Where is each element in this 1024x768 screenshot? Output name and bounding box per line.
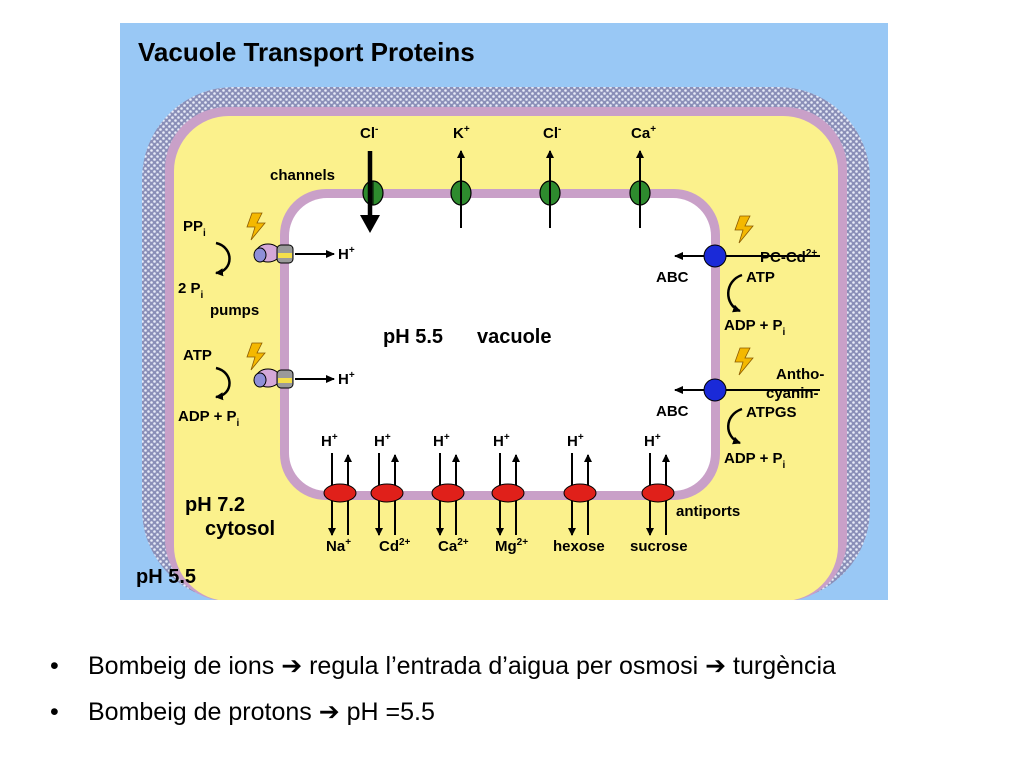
antiport-proton-label: H+: [644, 432, 661, 450]
energy-bolt-icon: [246, 342, 266, 371]
pumps-label: pumps: [210, 302, 259, 319]
abc-lower-substrate-line-2: cyanin-: [766, 385, 819, 402]
antiport-sucrose: [641, 453, 675, 536]
pump-atp-label: ATP: [183, 347, 212, 364]
bullet-dot: •: [50, 652, 59, 680]
pump-atp-complex: [253, 368, 294, 389]
pump-ppi-label: PPi: [183, 218, 206, 239]
antiport-mg: [491, 453, 525, 536]
antiport-proton-label: H+: [433, 432, 450, 450]
energy-bolt-icon: [246, 212, 266, 241]
bullet-text: Bombeig de ions: [88, 652, 282, 680]
vacuole-lumen: [289, 198, 711, 491]
antiport-proton-label: H+: [321, 432, 338, 450]
diagram-title: Vacuole Transport Proteins: [138, 37, 475, 67]
bullet-text: pH =5.5: [339, 698, 435, 726]
right-arrow-icon: ➔: [281, 652, 303, 680]
channel-ca-outward: [629, 150, 651, 228]
channel-ion-label: Ca+: [631, 124, 656, 142]
bullet-text: regula l’entrada d’aigua per osmosi: [302, 652, 706, 680]
bullet-item: • Bombeig de protons ➔ pH =5.5: [50, 694, 836, 740]
vacuole-ph-label: pH 5.5: [383, 326, 443, 348]
antiport-ion-label: Mg2+: [495, 537, 528, 555]
abc-lower-transporter: [703, 378, 727, 402]
antiport-ca: [431, 453, 465, 536]
antiport-ion-label: Na+: [326, 537, 351, 555]
energy-bolt-icon: [734, 347, 754, 376]
bullet-dot: •: [50, 698, 59, 726]
antiport-proton-label: H+: [567, 432, 584, 450]
abc-lower-substrate-line-1: Antho-: [776, 366, 824, 383]
pump-two-pi-label: 2 Pi: [178, 280, 204, 301]
pump-ppi-curved-arrow: [215, 241, 231, 277]
outer-ph-label: pH 5.5: [136, 566, 196, 588]
abc-upper-curved-arrow: [727, 273, 743, 313]
pump-ppi-complex: [253, 243, 294, 264]
antiport-ion-label: hexose: [553, 538, 605, 555]
right-arrow-icon: ➔: [318, 698, 340, 726]
abc-upper-atp: ATP: [746, 269, 775, 286]
channel-cl-outward: [539, 150, 561, 228]
channel-k-outward: [450, 150, 472, 228]
bullet-list: • Bombeig de ions ➔ regula l’entrada d’a…: [50, 648, 836, 740]
vacuole-transport-diagram: Vacuole Transport Proteins pH 5.5 pH 7.2…: [120, 23, 888, 601]
energy-bolt-icon: [734, 215, 754, 244]
antiports-label: antiports: [676, 503, 740, 520]
bullet-item: • Bombeig de ions ➔ regula l’entrada d’a…: [50, 648, 836, 694]
right-arrow-icon: ➔: [705, 652, 727, 680]
pump-proton-label: H+: [338, 370, 355, 388]
cytosol-label: cytosol: [205, 518, 275, 540]
channel-ion-label: K+: [453, 124, 470, 142]
antiport-na: [323, 453, 357, 536]
abc-upper-substrate: PC-Cd2+: [760, 248, 817, 266]
antiport-ion-label: sucrose: [630, 538, 688, 555]
pump-proton-label: H+: [338, 245, 355, 263]
antiport-ion-label: Ca2+: [438, 537, 469, 555]
bullet-text: Bombeig de protons: [88, 698, 319, 726]
channel-cl-inward: [360, 151, 384, 233]
abc-lower-curved-arrow: [727, 407, 743, 445]
antiport-cd: [370, 453, 404, 536]
abc-lower-substrate-line-3: ATPGS: [746, 404, 797, 421]
antiport-hexose: [563, 453, 597, 536]
vacuole-label: vacuole: [477, 326, 551, 348]
cytosol-ph-label: pH 7.2: [185, 494, 245, 516]
pump-adp-pi-label: ADP + Pi: [178, 408, 240, 429]
abc-lower-adp: ADP + Pi: [724, 450, 786, 471]
pump-atp-curved-arrow: [215, 366, 231, 401]
antiport-proton-label: H+: [374, 432, 391, 450]
abc-upper-adp: ADP + Pi: [724, 317, 786, 338]
abc-upper-transporter: [703, 244, 727, 268]
bullet-text: turgència: [726, 652, 836, 680]
channel-ion-label: Cl-: [543, 124, 561, 142]
antiport-proton-label: H+: [493, 432, 510, 450]
channels-label: channels: [270, 167, 335, 184]
abc-upper-label: ABC: [656, 269, 689, 286]
antiport-ion-label: Cd2+: [379, 537, 411, 555]
channel-ion-label: Cl-: [360, 124, 378, 142]
abc-lower-label: ABC: [656, 403, 689, 420]
